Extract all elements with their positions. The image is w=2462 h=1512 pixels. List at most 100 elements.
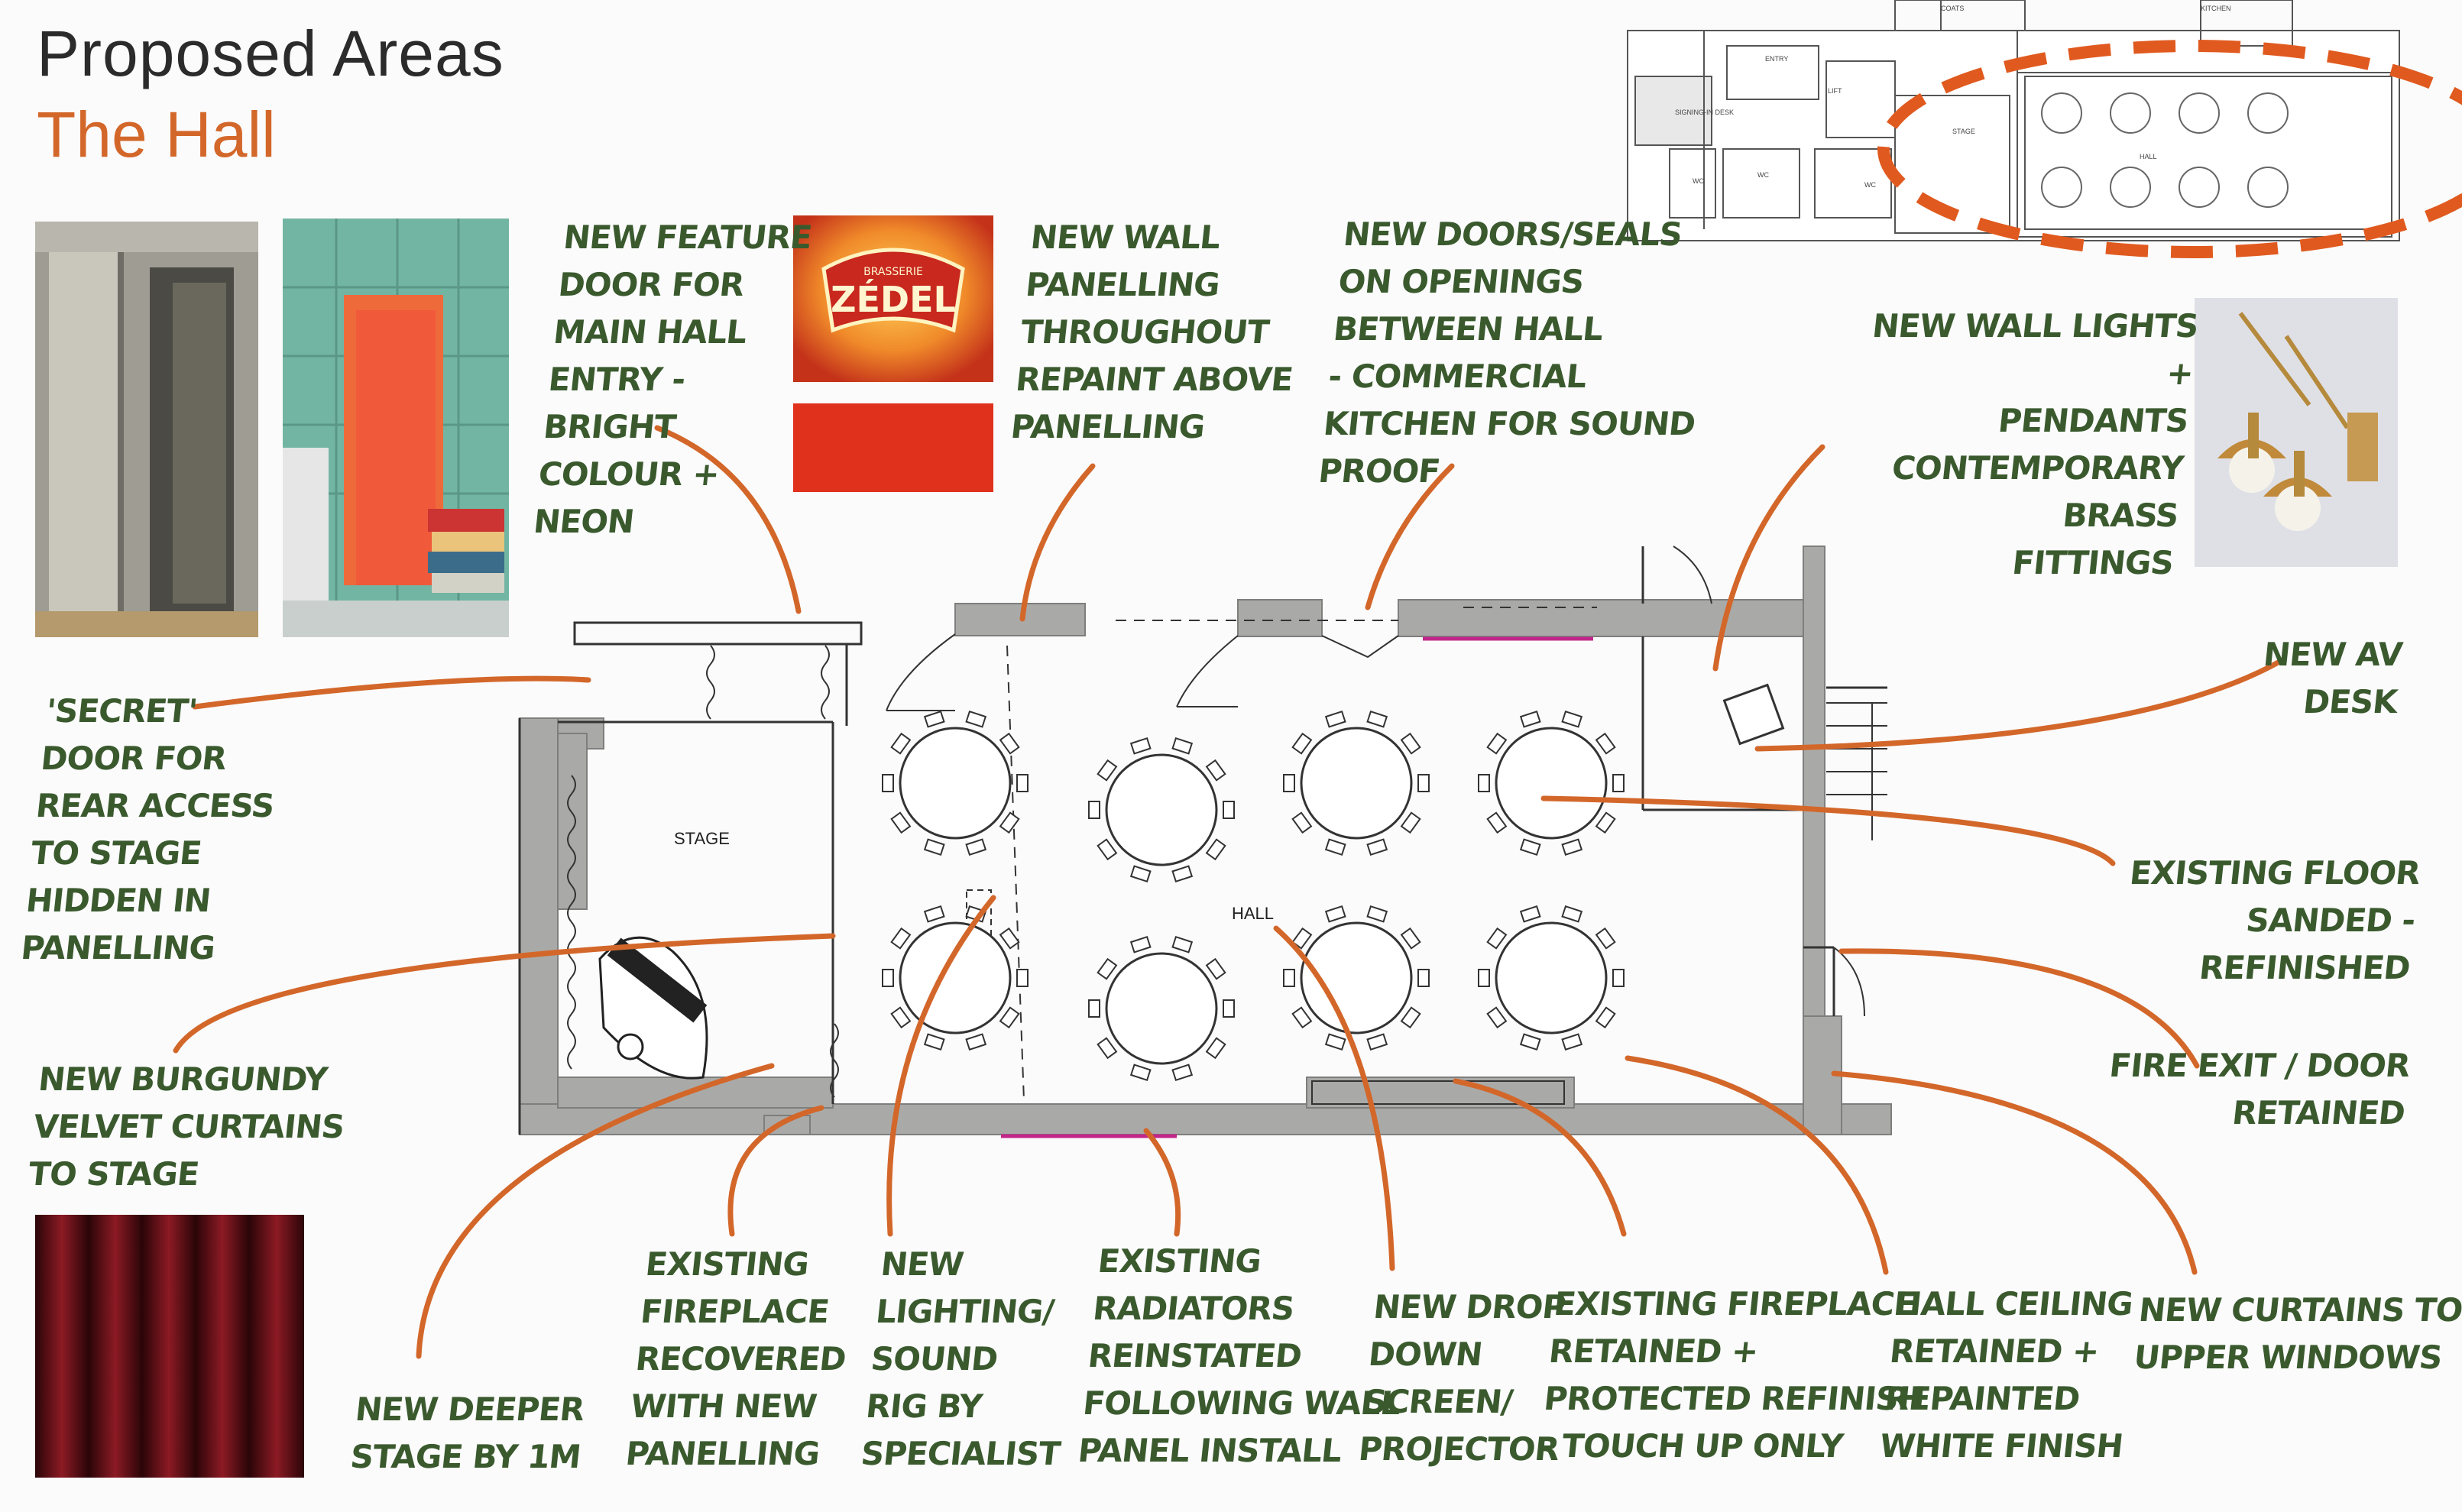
neon-sign-photo: BRASSERIE ZÉDEL [793, 215, 993, 382]
chair [1324, 1033, 1346, 1051]
chair [1129, 737, 1152, 755]
note-wall-lights: NEW WALL LIGHTS + PENDANTS CONTEMPORARY … [1870, 307, 2200, 581]
key-label-kitchen: KITCHEN [2201, 5, 2231, 12]
leader-fireplace-recovered [727, 1105, 824, 1237]
note-fireplace-recovered: EXISTING FIREPLACE RECOVERED WITH NEW PA… [624, 1245, 848, 1472]
page-title: Proposed Areas [37, 18, 504, 89]
chair [1205, 838, 1226, 861]
chair [1486, 732, 1508, 755]
note-doors-seals: NEW DOORS/SEALS ON OPENINGS BETWEEN HALL… [1317, 215, 1697, 490]
leader-radiators [1143, 1128, 1181, 1237]
table-layout [882, 710, 1625, 1082]
chair [1400, 927, 1421, 950]
piano [598, 936, 708, 1080]
chair [923, 1033, 945, 1051]
chair [999, 732, 1020, 755]
curtain-symbols [567, 645, 839, 1098]
chair [1097, 957, 1118, 980]
dashed-lines [1006, 607, 1597, 1101]
chair [1561, 1033, 1583, 1051]
chair [1519, 710, 1541, 728]
note-fire-exit: FIRE EXIT / DOOR RETAINED [2107, 1047, 2412, 1132]
round-table [1088, 737, 1235, 883]
key-plan-tables [2041, 92, 2289, 208]
key-label-stage: STAGE [1952, 128, 1975, 135]
note-feature-door: NEW FEATURE DOOR FOR MAIN HALL ENTRY - B… [531, 219, 814, 540]
round-table [1478, 905, 1625, 1051]
hall-label: HALL [1232, 904, 1274, 923]
round-table [882, 710, 1029, 856]
chair [923, 838, 945, 856]
chair [1478, 774, 1490, 792]
chair [1283, 969, 1295, 987]
leader-wall-lights [1712, 444, 1825, 672]
key-plan-highlight [1877, 40, 2462, 258]
leader-av-desk [1754, 658, 2284, 752]
brass-lights-photo [2195, 298, 2398, 567]
leader-doors-seals [1365, 463, 1455, 610]
round-table [1478, 710, 1625, 856]
chair [923, 710, 945, 728]
key-plan [1627, 0, 2400, 241]
chair [1400, 732, 1421, 755]
chair [1097, 1037, 1118, 1060]
stage-label: STAGE [674, 829, 730, 848]
chair [1324, 905, 1346, 923]
velvet-curtain-photo [35, 1215, 304, 1478]
chair [1595, 811, 1616, 834]
chair [923, 905, 945, 923]
chair [890, 927, 912, 950]
round-table [1283, 905, 1430, 1051]
leader-fireplace-retained [1453, 1078, 1627, 1237]
plan-outlines [518, 546, 1887, 1135]
leader-lines [173, 425, 2284, 1359]
chair [1595, 732, 1616, 755]
leader-upper-curtains [1831, 1070, 2198, 1275]
chair [1223, 801, 1235, 819]
chair [890, 811, 912, 834]
chair [1205, 1037, 1226, 1060]
chair [1291, 811, 1313, 834]
chair [1519, 1033, 1541, 1051]
leader-floor [1540, 795, 2116, 866]
chair [1612, 969, 1625, 987]
leader-fire-exit [1838, 948, 2200, 1069]
chair [1205, 759, 1226, 782]
key-label-wc-2: WC [1757, 171, 1769, 179]
leader-secret-door [192, 675, 591, 710]
chair [1417, 969, 1430, 987]
chair [1366, 710, 1388, 728]
leader-screen [1273, 925, 1395, 1271]
sign-small-text: BRASSERIE [863, 266, 923, 278]
secret-door-photo [35, 222, 258, 637]
note-ceiling: HALL CEILING RETAINED + REPAINTED WHITE … [1877, 1285, 2135, 1465]
chair [1400, 811, 1421, 834]
key-plan-labels: COATS KITCHEN ENTRY LIFT SIGNING-IN DESK… [1675, 5, 2231, 189]
chair [1129, 865, 1152, 883]
note-av-desk: NEW AV DESK [2261, 636, 2404, 720]
note-upper-curtains: NEW CURTAINS TO UPPER WINDOWS [2132, 1291, 2462, 1376]
stairs [1826, 702, 1887, 840]
chair [882, 774, 894, 792]
chair [1486, 811, 1508, 834]
key-label-wc-1: WC [1693, 177, 1704, 185]
chair [1612, 774, 1625, 792]
chair [1097, 759, 1118, 782]
note-fireplace-retained: EXISTING FIREPLACE RETAINED + PROTECTED … [1537, 1285, 1926, 1465]
chair [999, 811, 1020, 834]
chair [1171, 737, 1194, 755]
chair [965, 838, 987, 856]
round-table [1283, 710, 1430, 856]
red-swatch [793, 403, 993, 492]
leader-feature-door [654, 425, 802, 614]
note-deeper-stage: NEW DEEPER STAGE BY 1M [348, 1391, 586, 1475]
chair [1324, 710, 1346, 728]
orange-door-photo [283, 219, 509, 637]
key-label-coats: COATS [1941, 5, 1964, 12]
chair [1595, 1006, 1616, 1029]
chair [1291, 927, 1313, 950]
chair [1486, 927, 1508, 950]
key-label-entry: ENTRY [1765, 55, 1788, 63]
chair [1129, 1064, 1152, 1082]
note-floor: EXISTING FLOOR SANDED - REFINISHED [2127, 854, 2422, 986]
